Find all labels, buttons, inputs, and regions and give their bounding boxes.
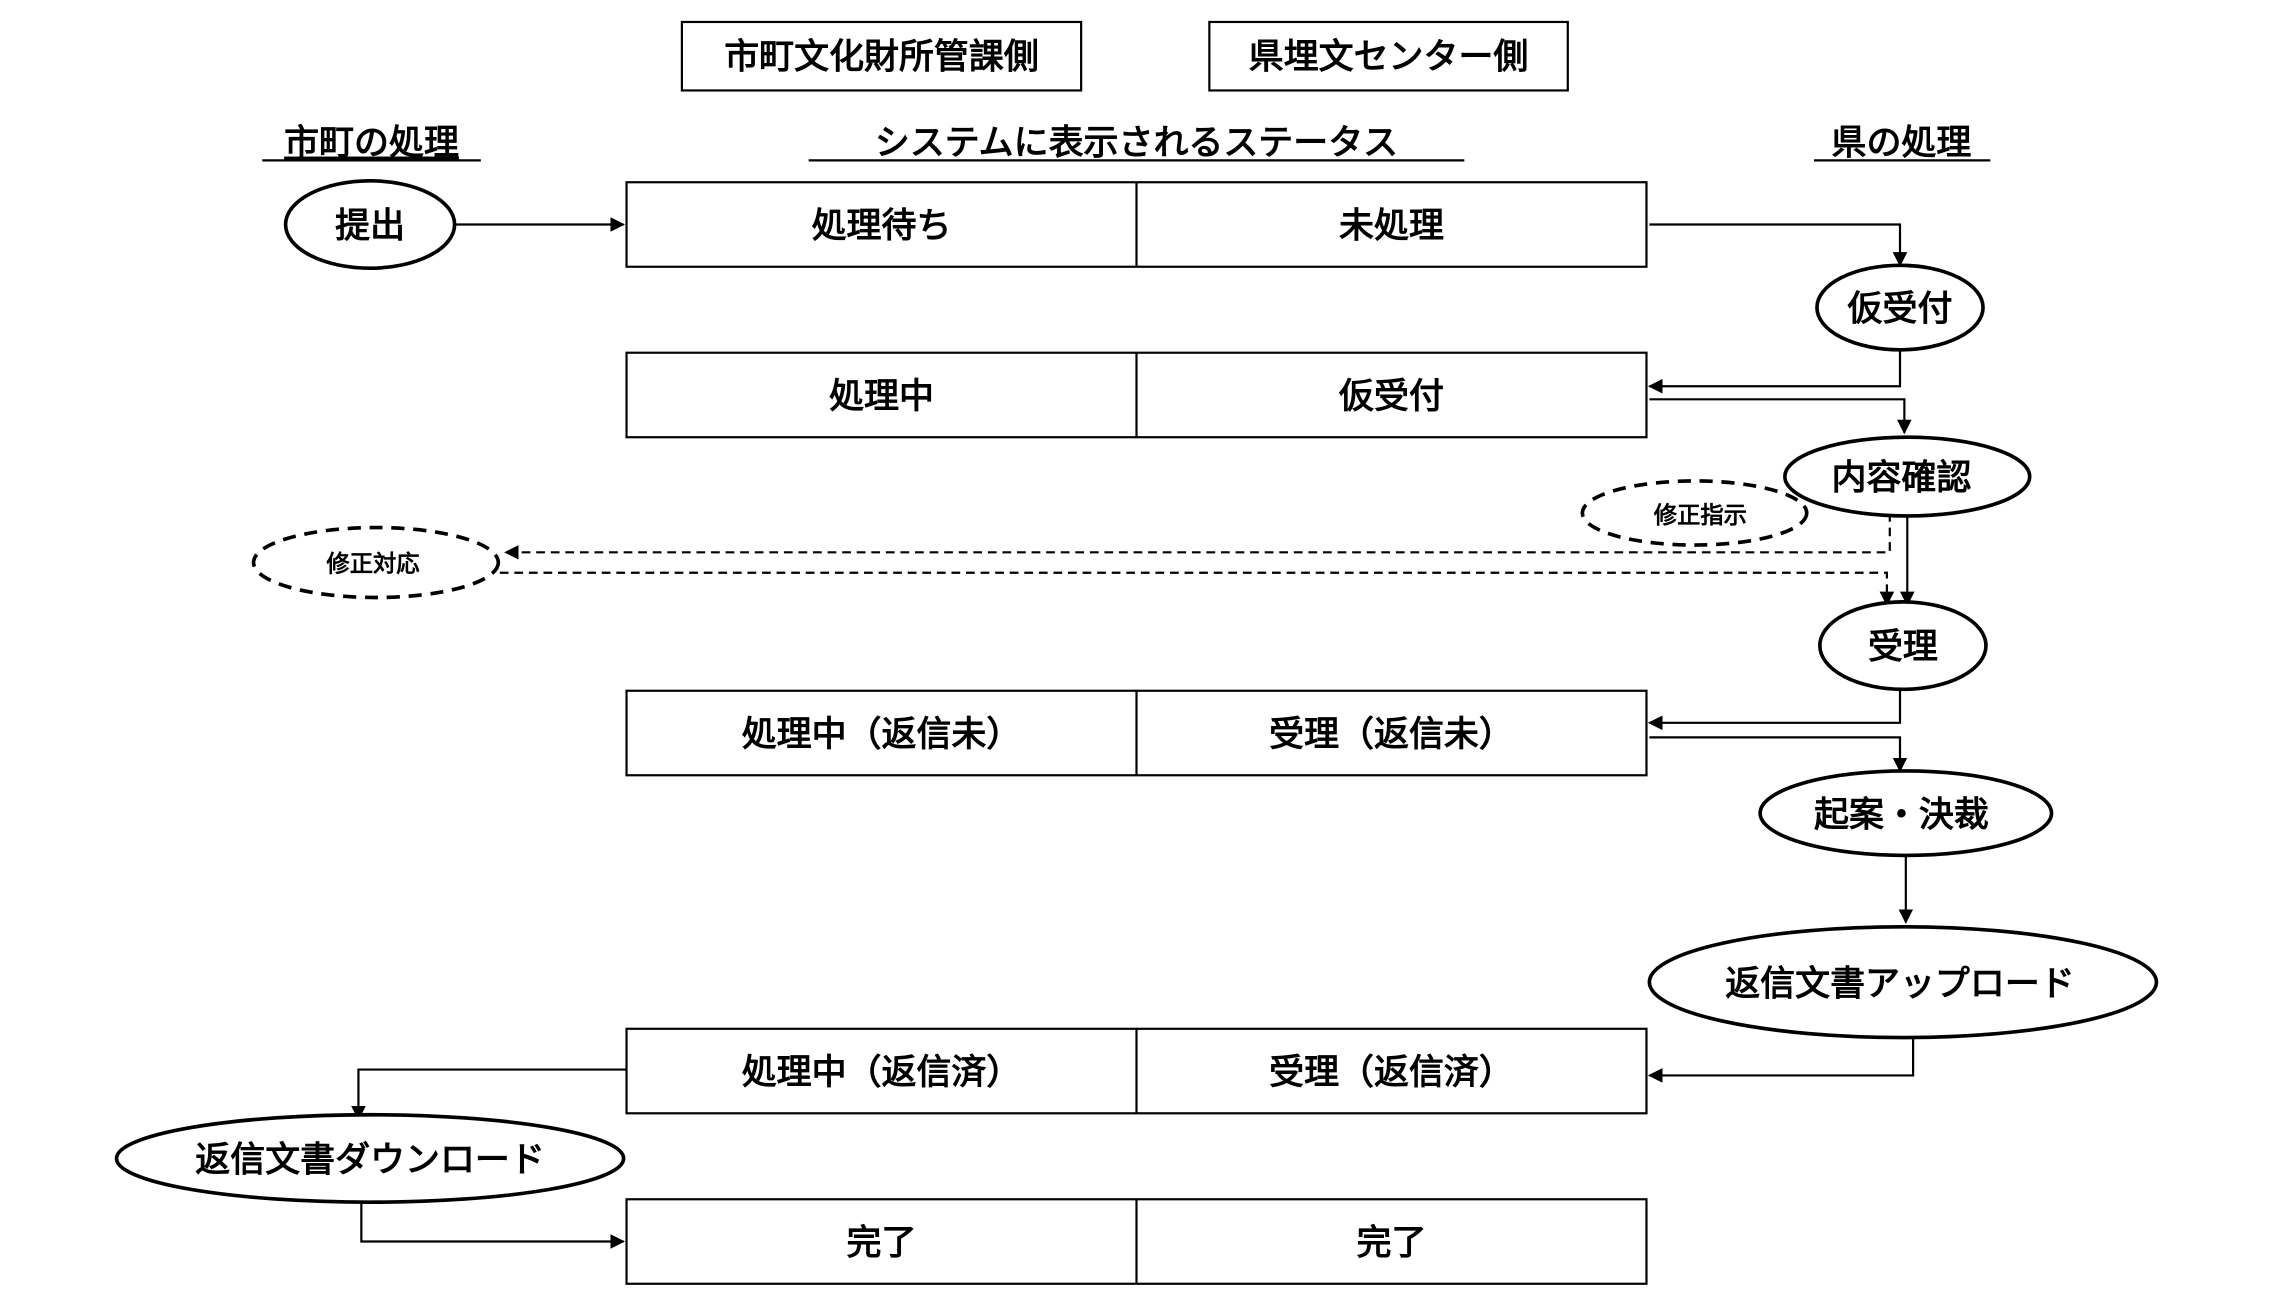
fix-instruction-node: 修正指示 <box>1580 479 1809 547</box>
status-prefecture: 完了 <box>1357 1223 1427 1264</box>
upload-label: 返信文書アップロード <box>1725 964 2075 1004</box>
fix-instruction-label: 修正指示 <box>1653 502 1747 529</box>
arrow <box>1649 398 1912 435</box>
review-node: 内容確認 <box>1783 435 2032 518</box>
submit-node: 提出 <box>283 178 457 271</box>
fix-response-node: 修正対応 <box>251 525 501 600</box>
arrow <box>1647 349 1902 394</box>
arrow <box>1647 689 1902 731</box>
status-row: 処理中（返信未） 受理（返信未） <box>625 689 1648 777</box>
decision-label: 起案・決裁 <box>1814 795 1989 835</box>
status-municipal: 処理中 <box>829 377 934 417</box>
status-prefecture: 未処理 <box>1339 207 1444 247</box>
status-row: 処理待ち 未処理 <box>625 181 1648 268</box>
dashed-arrow <box>499 571 1895 607</box>
status-municipal: 処理中（返信未） <box>742 715 1022 755</box>
upload-node: 返信文書アップロード <box>1647 924 2159 1040</box>
arrow <box>1647 1037 1915 1083</box>
arrow <box>1649 223 1908 267</box>
submit-label: 提出 <box>335 207 405 247</box>
municipal-process-title: 市町の処理 <box>284 124 459 164</box>
status-prefecture: 仮受付 <box>1338 377 1444 417</box>
accept-node: 受理 <box>1818 600 1988 692</box>
review-label: 内容確認 <box>1832 459 1972 499</box>
municipal-side-label: 市町文化財所管課側 <box>724 38 1039 78</box>
prefecture-process-title: 県の処理 <box>1832 124 1972 164</box>
prefecture-side-label: 県埋文センター側 <box>1249 38 1529 78</box>
arrow <box>1649 736 1908 773</box>
fix-response-label: 修正対応 <box>325 549 420 577</box>
arrow <box>360 1200 626 1249</box>
status-row: 処理中 仮受付 <box>625 351 1648 439</box>
provisional-node: 仮受付 <box>1815 263 1985 352</box>
arrow <box>351 1068 627 1121</box>
status-prefecture: 受理（返信未） <box>1269 715 1514 755</box>
provisional-label: 仮受付 <box>1847 290 1953 330</box>
status-municipal: 完了 <box>847 1223 917 1264</box>
accept-label: 受理 <box>1868 628 1938 668</box>
download-label: 返信文書ダウンロード <box>195 1141 545 1181</box>
system-status-title: システムに表示されるステータス <box>875 124 1398 164</box>
status-municipal: 処理待ち <box>812 207 952 247</box>
status-row: 完了 完了 <box>625 1198 1648 1285</box>
prefecture-side-header: 県埋文センター側 <box>1208 20 1569 92</box>
status-municipal: 処理中（返信済） <box>742 1053 1022 1093</box>
download-node: 返信文書ダウンロード <box>114 1112 626 1205</box>
dashed-arrow <box>504 512 1891 560</box>
municipal-side-header: 市町文化財所管課側 <box>680 20 1083 92</box>
status-row: 処理中（返信済） 受理（返信済） <box>625 1027 1648 1115</box>
decision-node: 起案・決裁 <box>1758 769 2054 858</box>
status-prefecture: 受理（返信済） <box>1269 1053 1514 1093</box>
